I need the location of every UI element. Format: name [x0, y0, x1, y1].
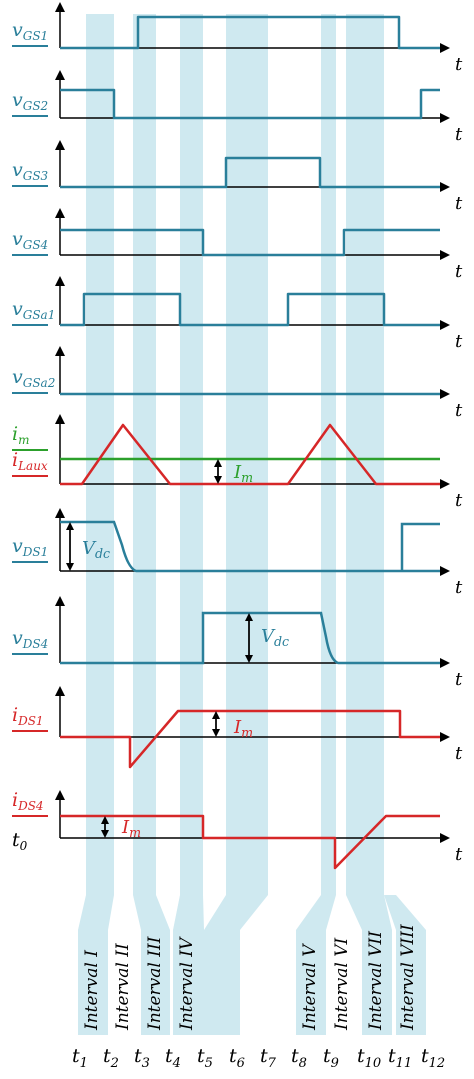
band-taper-4 — [204, 895, 268, 1035]
wave-vgsa1 — [60, 292, 440, 327]
wave-vgs2 — [60, 88, 440, 120]
time-label-t1: t1 — [72, 1045, 88, 1071]
interval-label-6: Interval VI — [332, 937, 352, 1031]
band-3 — [180, 14, 203, 895]
time-label-t7: t7 — [260, 1045, 277, 1071]
label-v-gs4: vGS4 — [12, 228, 48, 252]
time-label-t12: t12 — [421, 1045, 445, 1071]
time-label-t2: t2 — [103, 1045, 119, 1071]
wave-vds1-rise — [400, 522, 440, 571]
label-i-laux: iLaux — [12, 449, 48, 473]
axis-t-label: t — [455, 577, 463, 598]
band-taper-7 — [384, 895, 426, 1035]
axis-t-label: t — [455, 261, 463, 282]
wave-vgs1 — [60, 15, 440, 50]
time-label-t9: t9 — [323, 1045, 339, 1071]
band-taper-1 — [78, 895, 114, 1035]
label-i-ds4: iDS4 — [12, 789, 44, 813]
wave-vgs3 — [60, 156, 440, 189]
vdc-annotation-2: Vdc — [261, 626, 289, 649]
time-label-t11: t11 — [388, 1045, 412, 1071]
interval-label-1: Interval I — [82, 950, 102, 1031]
axis-t-label: t — [455, 400, 463, 421]
axis-t-label: t — [455, 193, 463, 214]
interval-label-4: Interval IV — [177, 936, 197, 1031]
axis-t-label: t — [455, 490, 463, 511]
im-annotation-1: Im — [233, 462, 253, 485]
band-taper-5 — [296, 895, 336, 1035]
label-v-gs2: vGS2 — [12, 89, 48, 113]
im-annotation-2: Im — [233, 717, 253, 740]
time-labels: t1 t2 t3 t4 t5 t6 t7 t8 t9 t10 t11 t12 — [72, 1045, 445, 1071]
interval-bands — [78, 14, 426, 1035]
band-taper-3 — [173, 895, 204, 1035]
label-v-gs3: vGS3 — [12, 159, 49, 183]
interval-label-8: Interval VIII — [398, 924, 418, 1031]
label-i-ds1: iDS1 — [12, 704, 44, 728]
band-1 — [86, 14, 114, 895]
label-v-gs1: vGS1 — [12, 19, 48, 43]
time-label-t3: t3 — [134, 1045, 150, 1071]
axis-t-label: t — [455, 331, 463, 352]
waveforms — [60, 15, 440, 870]
axis-t-label: t — [455, 54, 463, 75]
wave-vds4 — [60, 611, 440, 665]
label-v-ds1: vDS1 — [12, 535, 48, 559]
wave-vds1 — [60, 520, 440, 573]
im-annotation-3: Im — [121, 817, 141, 840]
wave-ids1 — [60, 709, 440, 769]
interval-label-2: Interval II — [113, 943, 133, 1031]
time-label-t10: t10 — [357, 1045, 381, 1071]
interval-label-5: Interval V — [300, 943, 320, 1031]
band-taper-6 — [346, 895, 392, 1035]
wave-vgs4 — [60, 228, 440, 257]
band-2 — [133, 14, 156, 895]
wave-ilaux — [60, 423, 440, 486]
label-v-gsa1: vGSa1 — [12, 298, 55, 322]
interval-label-7: Interval VII — [366, 931, 386, 1031]
label-v-ds4: vDS4 — [12, 627, 48, 651]
wave-ids4 — [60, 814, 440, 870]
axis-t-label: t — [455, 669, 463, 690]
label-v-gsa2: vGSa2 — [12, 366, 55, 390]
band-5 — [321, 14, 336, 895]
band-4 — [226, 14, 268, 895]
time-label-t8: t8 — [291, 1045, 307, 1071]
time-label-t5: t5 — [197, 1045, 213, 1071]
axis-t-label: t — [455, 743, 463, 764]
time-label-t6: t6 — [229, 1045, 245, 1071]
axis-t-label: t — [455, 844, 463, 865]
interval-labels: Interval I Interval II Interval III Interva… — [82, 924, 418, 1031]
label-i-m: im — [12, 423, 29, 447]
vdc-annotation-1: Vdc — [82, 538, 110, 561]
axis-t-label: t — [455, 124, 463, 145]
interval-label-3: Interval III — [145, 936, 165, 1031]
time-label-t4: t4 — [165, 1045, 181, 1071]
label-t0: t0 — [12, 829, 28, 853]
band-taper-2 — [133, 895, 170, 1035]
